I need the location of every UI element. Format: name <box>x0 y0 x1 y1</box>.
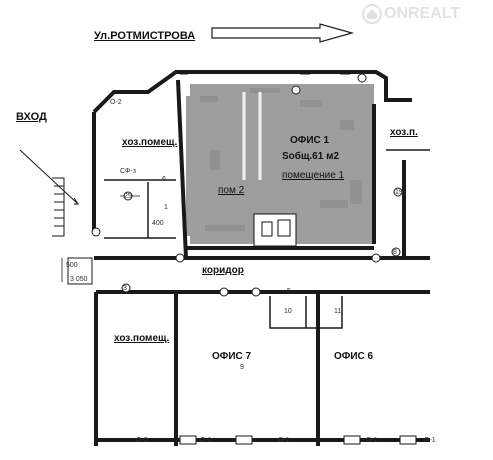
mark-25: 25 <box>124 193 132 200</box>
mark-3: 3 <box>123 285 127 292</box>
mark-o1-b: О-1 <box>278 437 290 444</box>
office-1-area: Sобщ.61 м2 <box>282 151 340 162</box>
mark-10: 10 <box>284 308 292 315</box>
street-label: Ул.РОТМИСТРОВА <box>94 30 196 42</box>
mark-o1-c: О-1 <box>366 437 378 444</box>
office-1-title: ОФИС 1 <box>290 135 330 146</box>
wall-hatching <box>97 73 350 109</box>
mark-11: 11 <box>334 308 342 315</box>
stair-entrance <box>19 149 93 285</box>
mark-400: 400 <box>152 220 164 227</box>
office-1-inner-partitions <box>242 92 262 180</box>
mark-500: 500 <box>66 262 78 269</box>
street-arrow <box>211 23 355 43</box>
mark-5: 5 <box>287 288 291 295</box>
office-6-label: ОФИС 6 <box>334 351 374 362</box>
entrance-label: ВХОД <box>16 111 47 123</box>
corridor-label: коридор <box>202 265 244 276</box>
utility-room-bottom-label: хоз.помещ. <box>114 333 170 344</box>
room-2-label: пом 2 <box>218 185 245 196</box>
node-circles <box>91 73 403 297</box>
utility-room-top-label: хоз.помещ. <box>122 137 178 148</box>
mark-o2-bottom: О-2 <box>136 437 148 444</box>
office-1-shading-speckle <box>200 88 362 231</box>
mark-19: 19 <box>395 189 403 196</box>
mark-8: 8 <box>393 249 397 256</box>
sf-label: СФ-з <box>120 168 136 175</box>
mark-1: 1 <box>164 204 168 211</box>
mark-3050: 3 050 <box>70 276 88 283</box>
utility-room-right-label: хоз.п. <box>390 127 418 138</box>
office-1-wc-block <box>253 213 297 247</box>
mark-o2-top: О-2 <box>110 99 122 106</box>
office-7-label: ОФИС 7 <box>212 351 252 362</box>
walls <box>92 70 430 446</box>
mark-o1-a: О-1 <box>200 437 212 444</box>
mark-9: 9 <box>240 364 244 371</box>
thin-walls <box>104 149 430 329</box>
dimension-lines <box>61 195 140 282</box>
watermark-text: ONREALT <box>384 5 461 22</box>
mark-o1-d: О-1 <box>424 437 436 444</box>
office-1-room-label: помещение 1 <box>282 170 345 181</box>
mark-6: 6 <box>162 176 166 183</box>
window-marks <box>179 435 417 445</box>
